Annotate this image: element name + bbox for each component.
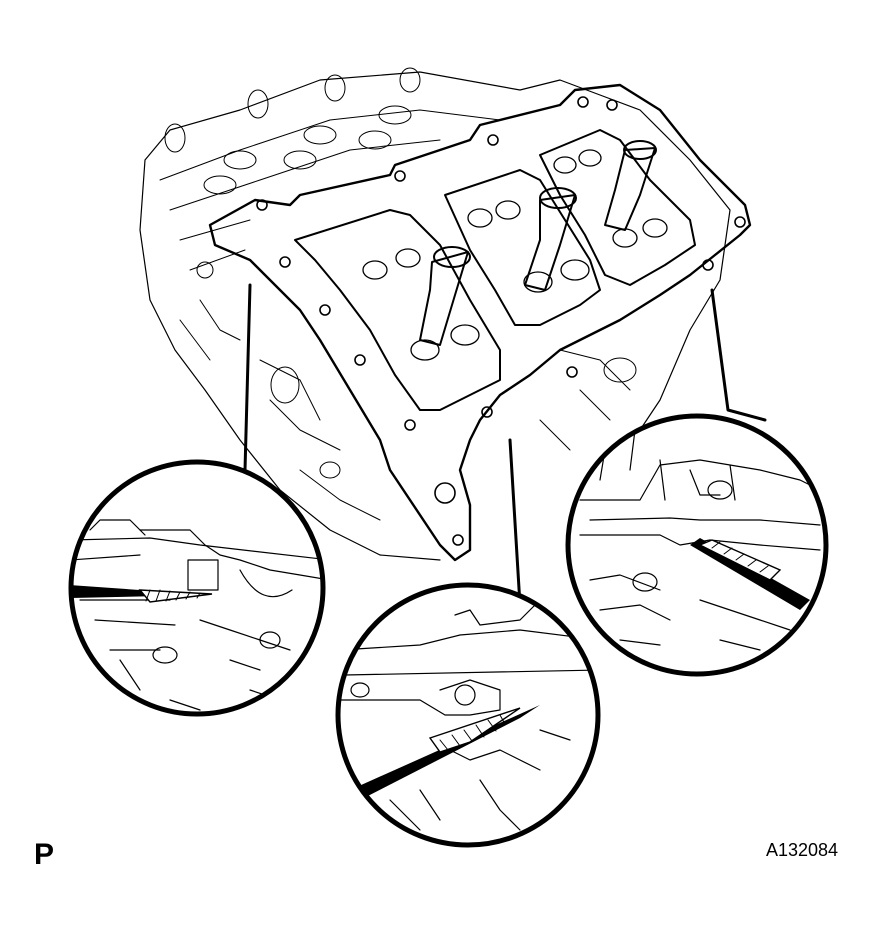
view-label: P [34,838,55,871]
callout-left-detail [68,459,326,717]
engine-block [139,67,731,561]
cam-housing-frame [208,83,752,562]
figure-id: A132084 [766,840,839,860]
callout-center-detail [335,582,601,848]
callout-right-detail [565,413,829,677]
